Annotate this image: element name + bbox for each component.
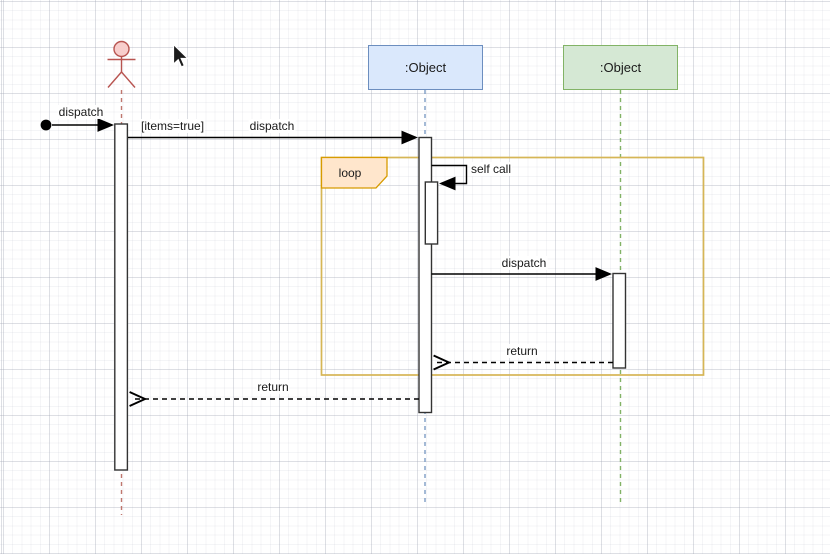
object1-activation-bar[interactable] (418, 136, 433, 414)
start-node[interactable] (40, 119, 52, 131)
object2-label: :Object (599, 60, 642, 75)
message-dispatch-label: dispatch (248, 119, 296, 133)
loop-operator-tab[interactable] (320, 156, 388, 189)
object1-box[interactable]: :Object (368, 45, 483, 90)
actor-head (113, 40, 130, 58)
message-self-call-label: self call (470, 162, 513, 176)
loop-fragment-frame[interactable] (320, 156, 705, 376)
message-dispatch-guard: [items=true] (140, 119, 206, 133)
loop-operator-label: loop (338, 165, 362, 180)
actor-figure[interactable] (107, 40, 136, 88)
message-start-label: dispatch (57, 105, 105, 119)
object1-label: :Object (404, 60, 447, 75)
message-return-final-label: return (256, 380, 290, 394)
object1-nested-activation-bar[interactable] (424, 181, 439, 245)
message-dispatch-nested-label: dispatch (500, 256, 548, 270)
object2-activation-bar[interactable] (612, 272, 627, 369)
object2-box[interactable]: :Object (563, 45, 678, 90)
message-return-nested-label: return (505, 344, 539, 358)
actor-activation-bar[interactable] (114, 123, 129, 471)
actor-leg-right (120, 71, 136, 88)
message-self-call-arrow[interactable] (431, 164, 468, 191)
actor-leg-left (107, 71, 123, 88)
